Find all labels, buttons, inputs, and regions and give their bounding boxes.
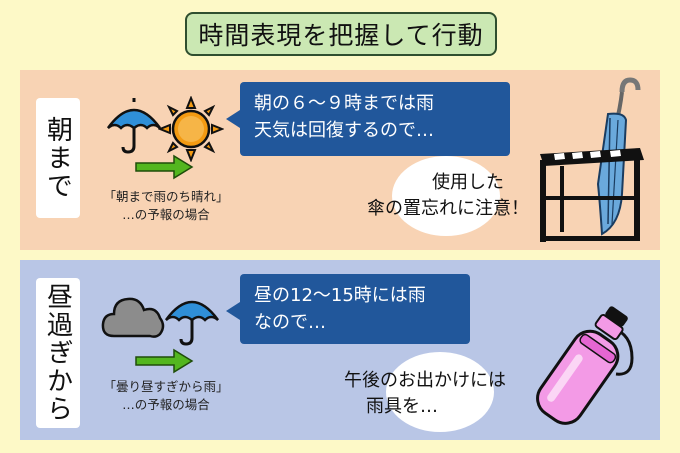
morning-note: 使用した 傘の置忘れに注意！ — [367, 172, 529, 219]
arrow-icon — [134, 154, 194, 180]
cloud-icon — [100, 290, 166, 342]
noon-note: 午後のお出かけには 雨具を… — [344, 370, 506, 417]
morning-speech-bubble: 朝の６～９時までは雨 天気は回復するので… — [226, 82, 510, 156]
morning-note-bg — [392, 156, 500, 236]
morning-panel: 朝まで 「朝 — [20, 70, 660, 250]
noon-note-bg — [386, 352, 494, 432]
morning-caption: 「朝まで雨のち晴れ」 …の予報の場合 — [103, 189, 229, 222]
page-title: 時間表現を把握して行動 — [185, 12, 497, 56]
umbrella-icon — [104, 98, 164, 156]
noon-label: 昼過ぎから — [36, 278, 80, 428]
noon-caption: 「曇り昼すぎから雨」 …の予報の場合 — [103, 379, 229, 412]
sun-icon — [158, 96, 224, 162]
noon-panel: 昼過ぎから 「曇り昼すぎから雨」 …の予報の場合 昼の12～15時には雨 なので… — [20, 260, 660, 440]
umbrella-icon — [162, 290, 222, 348]
morning-label: 朝まで — [36, 98, 80, 218]
noon-speech-bubble: 昼の12～15時には雨 なので… — [226, 274, 470, 344]
arrow-icon — [134, 348, 194, 374]
folded-umbrella-icon — [520, 304, 650, 434]
umbrella-stand-icon — [530, 74, 652, 246]
